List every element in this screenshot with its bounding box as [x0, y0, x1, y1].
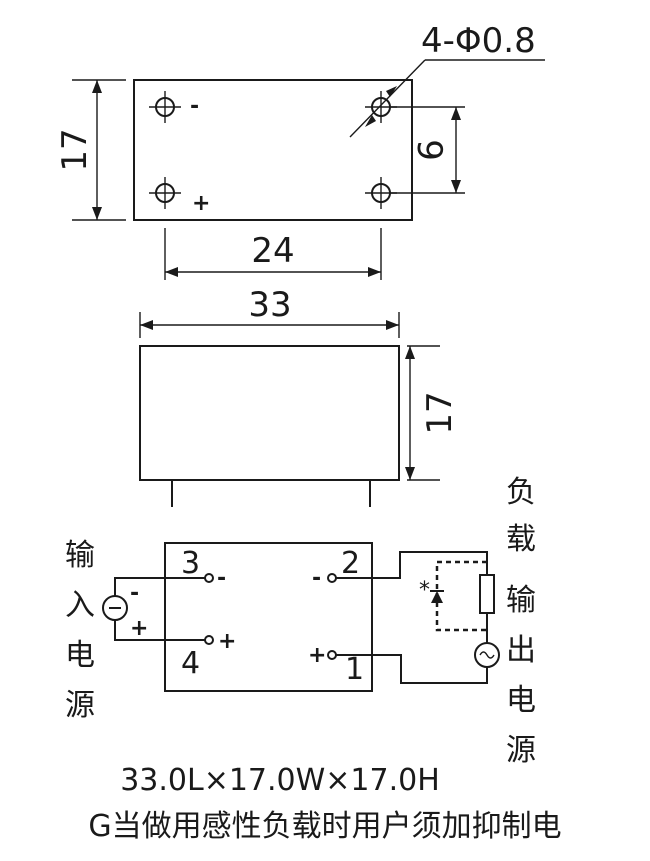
overall-dimensions: 33.0L×17.0W×17.0H: [120, 763, 440, 798]
output-wire-top: [336, 551, 488, 579]
suppressor-diode-icon: [431, 591, 443, 603]
pin-1-polarity: +: [308, 643, 326, 668]
pin-1-label: 1: [345, 652, 364, 687]
inductive-load-note: G当做用感性负载时用户须加抑制电: [88, 809, 561, 844]
output-label-char-1: 输: [506, 583, 536, 618]
pin-3-polarity: -: [217, 566, 226, 591]
dim-hole-spacing-v-label: 9: [409, 139, 449, 161]
input-label-char-4: 源: [65, 688, 95, 723]
output-label-char-2: 出: [506, 633, 536, 668]
pin-3-terminal: [204, 573, 214, 583]
dim-height-top-label: 17: [55, 128, 95, 171]
top-pin-plus: +: [192, 191, 210, 216]
pin-2-polarity: -: [312, 566, 321, 591]
hole-callout-leader: [349, 59, 545, 138]
dim-hole-spacing-vertical: [390, 106, 465, 194]
input-source-plus: +: [130, 616, 148, 641]
input-wire-minus: [114, 577, 205, 596]
load-label-char-2: 载: [506, 522, 536, 557]
dim-hole-spacing-h-label: 24: [251, 231, 294, 271]
ac-source-symbol: [479, 651, 495, 659]
load-label: 负 载: [506, 475, 536, 557]
pin-4-label: 4: [181, 646, 200, 681]
pin-4-polarity: +: [218, 629, 236, 654]
top-view-body: [133, 79, 413, 221]
input-source-minus: -: [130, 581, 139, 606]
output-label-char-3: 电: [506, 683, 536, 718]
suppressor-star: *: [419, 578, 430, 603]
load-resistor: [479, 574, 495, 614]
pin-3-label: 3: [181, 546, 200, 581]
side-view: 33 17: [139, 285, 460, 507]
circuit-diagram: 3 4 2 1 - + - + - + * 输 入 电 源: [65, 475, 536, 768]
top-pin-minus: -: [190, 94, 199, 119]
load-label-char-1: 负: [506, 475, 536, 510]
input-label-char-1: 输: [65, 538, 95, 573]
dim-hole-spacing-horizontal: [164, 228, 382, 280]
output-source-label: 输 出 电 源: [506, 583, 536, 768]
pin-2-label: 2: [341, 546, 360, 581]
dim-length-label: 33: [248, 285, 291, 325]
mounting-hole-top-left: [149, 91, 181, 123]
relay-body: [164, 542, 373, 692]
pin-4-terminal: [204, 635, 214, 645]
input-wire-plus: [114, 620, 205, 641]
dim-height-top-view: [72, 79, 126, 221]
hole-callout-label: 4-Φ0.8: [421, 21, 536, 61]
dim-length-side-view: [139, 312, 400, 338]
output-wire-bottom: [336, 654, 488, 684]
input-dc-source: [102, 595, 128, 621]
side-view-body: [139, 345, 400, 481]
output-label-char-4: 源: [506, 733, 536, 768]
input-source-label: 输 入 电 源: [65, 538, 95, 723]
dim-height-side-view: [405, 345, 440, 481]
dim-height-side-label: 17: [420, 391, 460, 434]
input-label-char-3: 电: [65, 638, 95, 673]
pin-1-terminal: [327, 650, 337, 660]
input-label-char-2: 入: [65, 588, 95, 623]
pin-2-terminal: [327, 573, 337, 583]
top-view: - + 4-Φ0.8 17 9: [55, 21, 545, 280]
mounting-hole-bottom-left: [149, 177, 181, 209]
